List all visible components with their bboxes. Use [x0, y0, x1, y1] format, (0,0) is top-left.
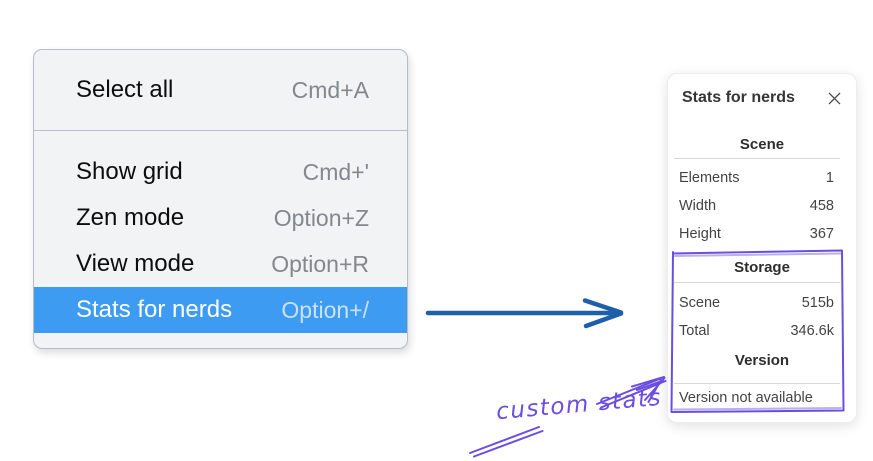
stat-row-total-size: Total 346.6k — [668, 317, 856, 345]
section-divider — [674, 158, 840, 159]
stat-row-scene-size: Scene 515b — [668, 289, 856, 317]
stats-panel-title: Stats for nerds — [682, 89, 795, 106]
section-heading-scene: Scene — [739, 136, 785, 153]
menu-item-shortcut: Cmd+A — [291, 76, 369, 103]
flow-arrow-right — [425, 298, 624, 329]
menu-item-label: Show grid — [76, 158, 183, 185]
version-note: Version not available — [679, 390, 813, 406]
stat-label: Elements — [679, 170, 740, 186]
menu-item-stats-for-nerds[interactable]: Stats for nerds Option+/ — [34, 287, 407, 333]
menu-item-zen-mode[interactable]: Zen mode Option+Z — [34, 195, 407, 241]
stat-value: 367 — [809, 226, 834, 242]
stats-panel-header: Stats for nerds — [682, 88, 843, 108]
menu-item-label: View mode — [76, 250, 195, 277]
menu-item-view-mode[interactable]: View mode Option+R — [34, 241, 407, 287]
menu-item-select-all[interactable]: Select all Cmd+A — [34, 67, 407, 113]
menu-section-top: Select all Cmd+A — [34, 50, 407, 130]
menu-item-shortcut: Cmd+' — [302, 158, 369, 185]
menu-item-label: Stats for nerds — [76, 296, 233, 323]
menu-item-label: Zen mode — [76, 204, 185, 231]
stat-value: 346.6k — [790, 323, 834, 339]
stat-label: Width — [679, 198, 717, 214]
menu-item-show-grid[interactable]: Show grid Cmd+' — [34, 149, 407, 195]
stat-row-width: Width 458 — [668, 192, 856, 220]
section-heading-storage: Storage — [734, 259, 790, 276]
stat-label: Height — [679, 226, 721, 242]
stat-value: 458 — [809, 198, 834, 214]
close-icon[interactable] — [825, 89, 843, 107]
menu-item-label: Select all — [76, 76, 174, 103]
menu-divider — [34, 130, 407, 131]
stat-label: Total — [679, 323, 710, 339]
stat-label: Scene — [679, 295, 721, 311]
stats-panel: Stats for nerds Scene Elements 1 Width 4… — [667, 73, 857, 423]
section-divider — [674, 282, 840, 283]
stat-row-elements: Elements 1 — [668, 164, 856, 192]
section-heading-version: Version — [734, 352, 790, 369]
storage-rows: Scene 515b Total 346.6k — [668, 289, 856, 345]
stat-value: 1 — [825, 170, 834, 186]
menu-item-shortcut: Option+Z — [273, 204, 369, 231]
scene-rows: Elements 1 Width 458 Height 367 — [668, 164, 856, 248]
annotation-label: custom stats — [495, 384, 663, 426]
menu-item-shortcut: Option+/ — [281, 296, 369, 323]
menu-item-shortcut: Option+R — [271, 250, 369, 277]
stat-row-height: Height 367 — [668, 220, 856, 248]
menu-section-bottom: Show grid Cmd+' Zen mode Option+Z View m… — [34, 131, 407, 348]
context-menu: Select all Cmd+A Show grid Cmd+' Zen mod… — [33, 49, 408, 349]
section-divider — [674, 383, 840, 384]
stat-value: 515b — [801, 295, 834, 311]
